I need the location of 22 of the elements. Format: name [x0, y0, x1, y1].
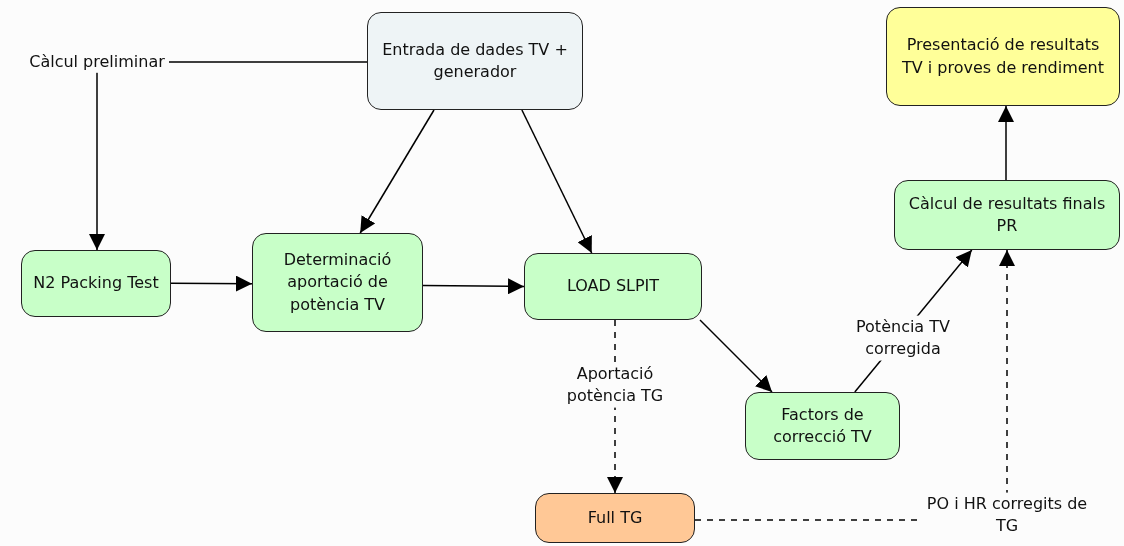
concept-box — [21, 250, 171, 317]
concept-text: Entrada de dades TV + generador — [381, 38, 569, 83]
concept-text: Determinació aportació de potència TV — [282, 248, 393, 316]
arrow — [359, 109, 435, 234]
concept-text: Presentació de resultats TV i proves de rendiment — [901, 34, 1105, 79]
concept-box — [367, 12, 583, 110]
concept-box — [745, 392, 900, 460]
concept-box — [524, 253, 702, 320]
arrow — [699, 319, 773, 393]
concept-text: Full TG — [587, 506, 643, 529]
concept-box — [252, 233, 423, 332]
arrow — [170, 275, 253, 292]
concept-box — [886, 7, 1120, 106]
concept-text: N2 Packing Test — [33, 272, 159, 295]
concept-text: Factors de correcció TV — [772, 403, 873, 448]
concept-box — [535, 493, 695, 543]
arrow — [422, 278, 525, 295]
concept-text: LOAD SLPIT — [566, 275, 660, 298]
arrow — [998, 105, 1014, 181]
concept-box — [894, 180, 1120, 250]
arrow — [521, 109, 593, 254]
concept-text: Càlcul de resultats finals PR — [907, 192, 1107, 237]
